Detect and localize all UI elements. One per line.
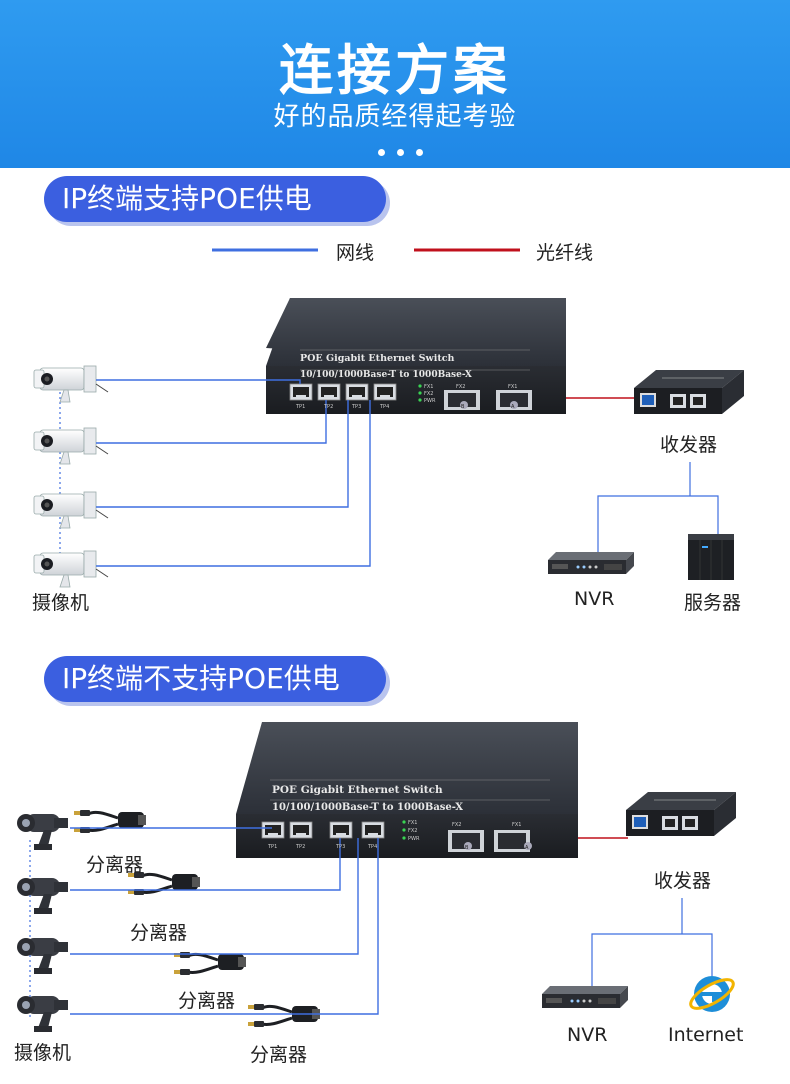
splitter-3 <box>174 952 246 975</box>
camera-7 <box>17 938 68 974</box>
splitter-label-1: 分离器 <box>86 850 143 877</box>
splitter-label-3: 分离器 <box>178 986 235 1013</box>
poe-switch-1 <box>266 298 566 414</box>
transceiver-label-2: 收发器 <box>654 866 711 893</box>
camera-6 <box>17 878 68 914</box>
legend-network-label: 网线 <box>336 238 374 265</box>
internet-explorer-icon <box>687 974 738 1014</box>
splitter-label-4: 分离器 <box>250 1040 307 1067</box>
splitter-4 <box>248 1004 320 1027</box>
server-rack <box>688 534 734 580</box>
camera-label: 摄像机 <box>32 588 89 615</box>
splitter-1 <box>74 810 146 833</box>
server-label: 服务器 <box>684 588 741 615</box>
camera-5 <box>17 814 68 850</box>
camera-3 <box>34 492 108 528</box>
splitter-label-2: 分离器 <box>130 918 187 945</box>
legend-fiber-label: 光纤线 <box>536 238 593 265</box>
nvr-label: NVR <box>574 588 614 610</box>
internet-label: Internet <box>668 1024 743 1046</box>
transceiver-2 <box>626 792 736 836</box>
nvr-label-2: NVR <box>567 1024 607 1046</box>
transceiver-1 <box>634 370 744 414</box>
nvr-2 <box>542 986 628 1008</box>
nvr-1 <box>548 552 634 574</box>
camera-2 <box>34 428 108 464</box>
poe-switch-2 <box>236 722 578 858</box>
camera-4 <box>34 551 108 587</box>
camera-8 <box>17 996 68 1032</box>
camera-1 <box>34 366 108 402</box>
transceiver-label: 收发器 <box>660 430 717 457</box>
camera-label-2: 摄像机 <box>14 1038 71 1065</box>
